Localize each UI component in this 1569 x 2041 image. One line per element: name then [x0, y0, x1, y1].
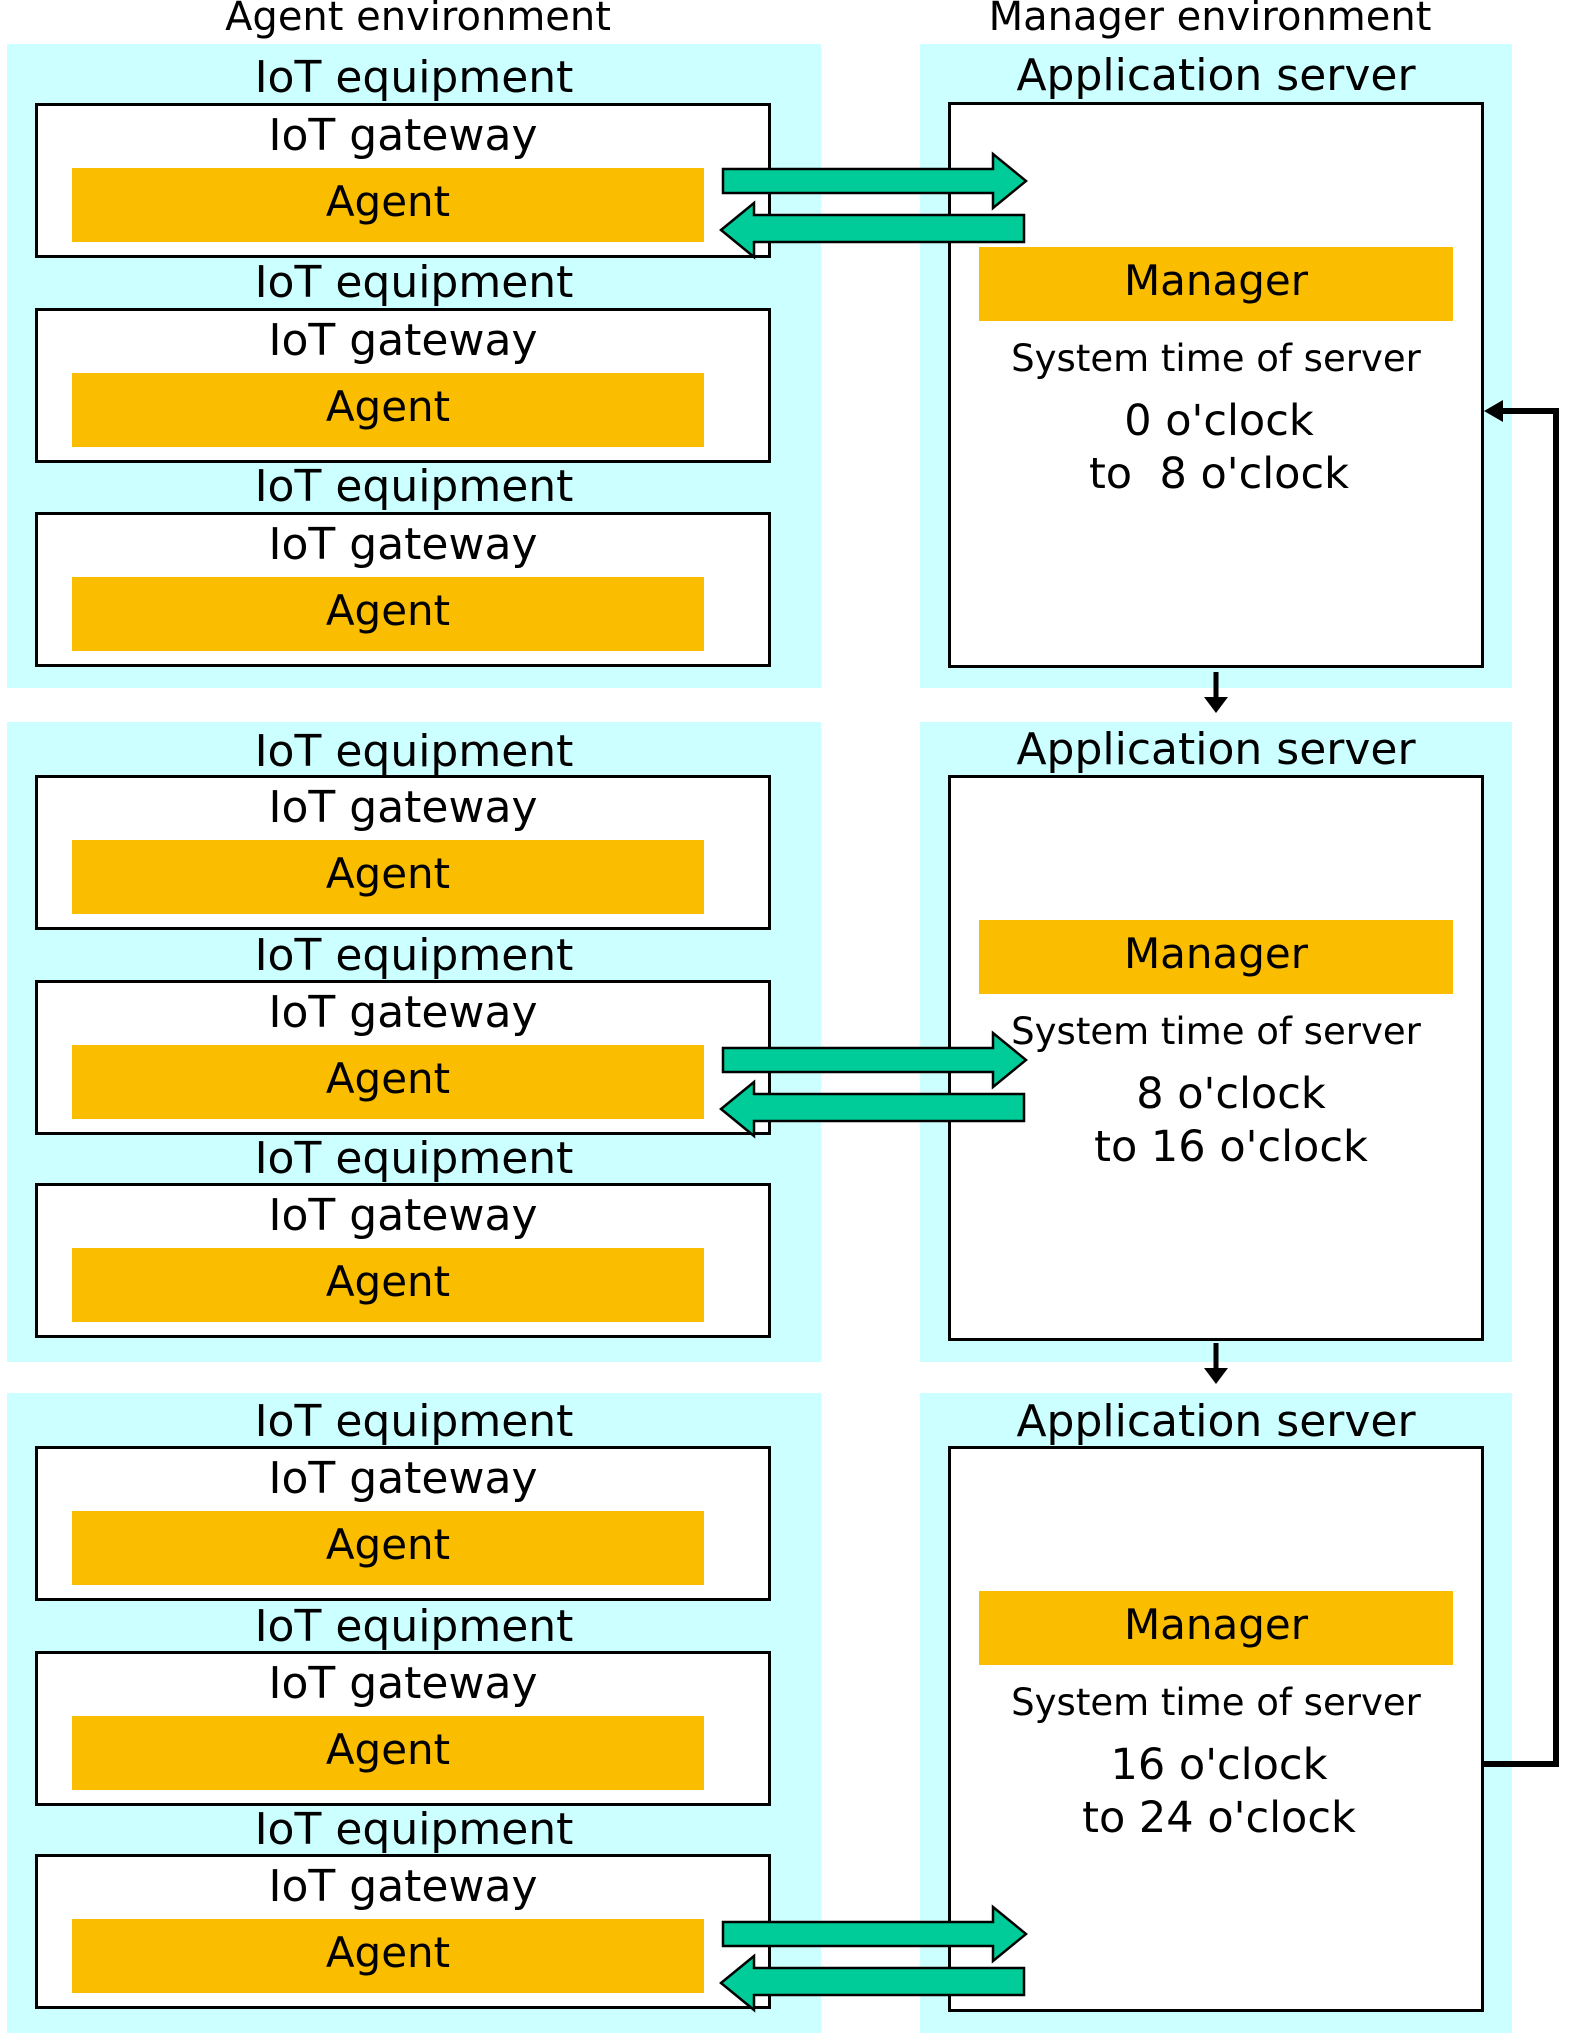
time-range-end: to 8 o'clock	[1088, 449, 1350, 499]
agent-block: Agent	[72, 1511, 704, 1585]
loop-back-arrow	[1483, 400, 1559, 1767]
arrow-right-icon	[721, 1904, 1028, 1964]
bidirectional-arrow-row1	[719, 151, 1028, 260]
iot-gateway-label: IoT gateway	[268, 1658, 538, 1709]
system-time-label: System time of server	[1011, 1681, 1421, 1724]
iot-equipment-label: IoT equipment	[254, 930, 574, 981]
manager-environment-header: Manager environment	[988, 0, 1432, 40]
manager-environment-panel-2: Application server Manager System time o…	[920, 722, 1512, 1362]
iot-equipment-label: IoT equipment	[254, 461, 574, 512]
iot-gateway-label: IoT gateway	[268, 1861, 538, 1912]
iot-equipment-label: IoT equipment	[254, 52, 574, 103]
iot-equipment-label: IoT equipment	[254, 1804, 574, 1855]
iot-gateway-label: IoT gateway	[268, 987, 538, 1038]
iot-gateway-box: IoT gateway Agent	[35, 1651, 771, 1806]
agent-block: Agent	[72, 840, 704, 914]
system-time-label: System time of server	[1011, 337, 1421, 380]
arrow-left-icon	[719, 1079, 1026, 1139]
application-server-box: Manager System time of server 16 o'clock…	[948, 1446, 1484, 2012]
manager-block: Manager	[979, 920, 1453, 994]
manager-block: Manager	[979, 1591, 1453, 1665]
arrow-down-icon	[1204, 1368, 1228, 1384]
iot-gateway-label: IoT gateway	[268, 1190, 538, 1241]
arrow-right-icon	[721, 1030, 1028, 1090]
agent-environment-panel-2: IoT equipment IoT gateway Agent IoT equi…	[7, 722, 821, 1362]
manager-environment-panel-1: Application server Manager System time o…	[920, 44, 1512, 688]
iot-equipment-label: IoT equipment	[254, 1133, 574, 1184]
agent-environment-header: Agent environment	[225, 0, 611, 40]
iot-gateway-label: IoT gateway	[268, 110, 538, 161]
iot-gateway-box: IoT gateway Agent	[35, 1183, 771, 1338]
manager-block: Manager	[979, 247, 1453, 321]
arrow-left-icon	[719, 200, 1026, 260]
iot-equipment-label: IoT equipment	[254, 257, 574, 308]
application-server-label: Application server	[1016, 1396, 1416, 1447]
agent-environment-panel-1: IoT equipment IoT gateway Agent IoT equi…	[7, 44, 821, 688]
iot-gateway-label: IoT gateway	[268, 1453, 538, 1504]
iot-gateway-box: IoT gateway Agent	[35, 980, 771, 1135]
agent-block: Agent	[72, 1045, 704, 1119]
agent-block: Agent	[72, 373, 704, 447]
arrow-right-icon	[721, 151, 1028, 211]
agent-block: Agent	[72, 1248, 704, 1322]
iot-gateway-label: IoT gateway	[268, 315, 538, 366]
agent-environment-panel-3: IoT equipment IoT gateway Agent IoT equi…	[7, 1393, 821, 2033]
handoff-arrow-2-to-3	[1204, 1343, 1228, 1384]
iot-gateway-label: IoT gateway	[268, 519, 538, 570]
iot-gateway-box: IoT gateway Agent	[35, 308, 771, 463]
agent-block: Agent	[72, 1716, 704, 1790]
iot-equipment-label: IoT equipment	[254, 1396, 574, 1447]
bidirectional-arrow-row2	[719, 1030, 1028, 1139]
handoff-arrow-1-to-2	[1204, 672, 1228, 713]
agent-block: Agent	[72, 1919, 704, 1993]
iot-equipment-label: IoT equipment	[254, 726, 574, 777]
time-range-end: to 24 o'clock	[1082, 1793, 1356, 1843]
application-server-label: Application server	[1016, 50, 1416, 101]
agent-block: Agent	[72, 168, 704, 242]
iot-equipment-label: IoT equipment	[254, 1601, 574, 1652]
arrow-left-icon	[719, 1953, 1026, 2013]
application-server-label: Application server	[1016, 724, 1416, 775]
time-range-start: 16 o'clock	[1110, 1740, 1328, 1790]
iot-gateway-box: IoT gateway Agent	[35, 775, 771, 930]
arrow-left-icon	[1484, 400, 1503, 422]
time-range-end: to 16 o'clock	[1094, 1122, 1368, 1172]
agent-block: Agent	[72, 577, 704, 651]
time-range-start: 0 o'clock	[1124, 396, 1314, 446]
time-range-start: 8 o'clock	[1136, 1069, 1326, 1119]
iot-gateway-box: IoT gateway Agent	[35, 1854, 771, 2009]
manager-environment-panel-3: Application server Manager System time o…	[920, 1393, 1512, 2033]
iot-gateway-box: IoT gateway Agent	[35, 512, 771, 667]
bidirectional-arrow-row3	[719, 1904, 1028, 2013]
system-time-label: System time of server	[1011, 1010, 1421, 1053]
arrow-down-icon	[1204, 697, 1228, 713]
iot-gateway-box: IoT gateway Agent	[35, 1446, 771, 1601]
iot-gateway-label: IoT gateway	[268, 782, 538, 833]
iot-gateway-box: IoT gateway Agent	[35, 103, 771, 258]
